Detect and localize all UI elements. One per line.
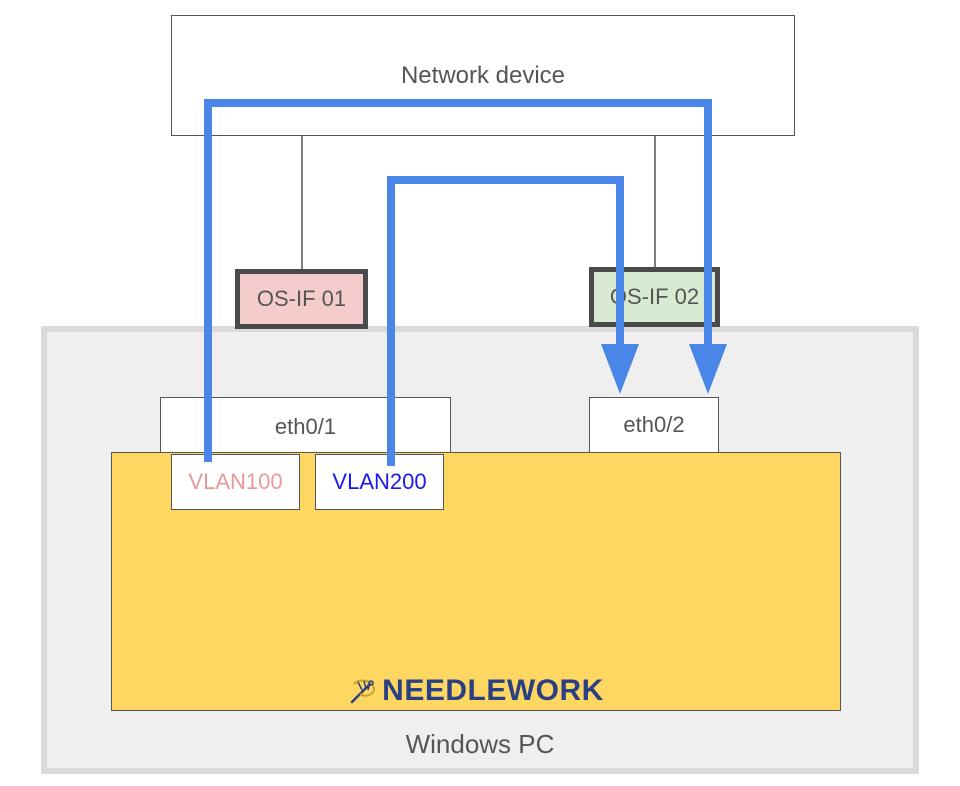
os-if-01-label: OS-IF 01	[256, 286, 347, 311]
needlework-brand-text: NEEDLEWORK	[382, 674, 604, 707]
network-device-box: Network device	[171, 15, 795, 136]
network-device-label: Network device	[400, 62, 566, 89]
os-if-02-label: OS-IF 02	[609, 284, 700, 309]
eth0-1-port: eth0/1	[160, 397, 451, 453]
os-if-02-box: OS-IF 02	[589, 267, 720, 327]
needlework-box: NEEDLEWORK	[111, 452, 841, 711]
windows-pc-label: Windows PC	[405, 729, 555, 759]
eth0-2-label: eth0/2	[623, 412, 685, 437]
needle-thread-icon	[350, 679, 376, 704]
needlework-logo: NEEDLEWORK	[112, 674, 840, 708]
vlan100-box: VLAN100	[171, 454, 300, 510]
eth0-2-port: eth0/2	[589, 397, 719, 453]
vlan200-label: VLAN200	[332, 469, 427, 494]
os-if-01-box: OS-IF 01	[235, 269, 368, 329]
vlan200-box: VLAN200	[315, 454, 444, 510]
vlan100-label: VLAN100	[188, 469, 283, 494]
eth0-1-label: eth0/1	[274, 414, 337, 439]
